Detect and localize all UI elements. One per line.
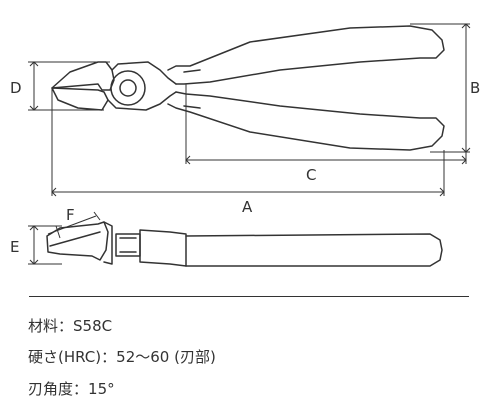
dimension-label-a: A [242, 198, 253, 216]
spec-label: 材料 [28, 317, 59, 335]
dimension-label-f: F [66, 206, 75, 224]
spec-value: 52～60 (刃部) [116, 348, 216, 366]
dimension-a-lines [51, 88, 445, 197]
spec-separator: ： [73, 380, 89, 398]
spec-label: 硬さ(HRC) [28, 348, 102, 366]
dimension-c-lines [185, 84, 467, 165]
spec-separator: ： [101, 348, 117, 366]
dimension-e-lines [28, 225, 62, 265]
spec-material: 材料：S58C [28, 316, 112, 336]
spec-separator: ： [58, 317, 74, 335]
dimension-label-c: C [306, 166, 316, 184]
spec-blade-angle: 刃角度：15° [28, 379, 115, 399]
dimension-label-d: D [10, 79, 22, 97]
spec-value: 15° [88, 380, 115, 398]
spec-label: 刃角度 [28, 380, 74, 398]
dimension-f-lines [47, 211, 101, 239]
spec-hardness: 硬さ(HRC)：52～60 (刃部) [28, 347, 216, 367]
dimension-b-lines [410, 23, 471, 153]
pliers-side-view [46, 221, 443, 267]
dimension-label-e: E [10, 238, 19, 256]
dimension-label-b: B [470, 79, 480, 97]
spec-value: S58C [73, 317, 113, 335]
divider [29, 296, 469, 297]
dimension-d-lines [28, 61, 110, 111]
pliers-diagram: D B C A F E [10, 23, 480, 267]
pliers-top-view [51, 25, 445, 151]
